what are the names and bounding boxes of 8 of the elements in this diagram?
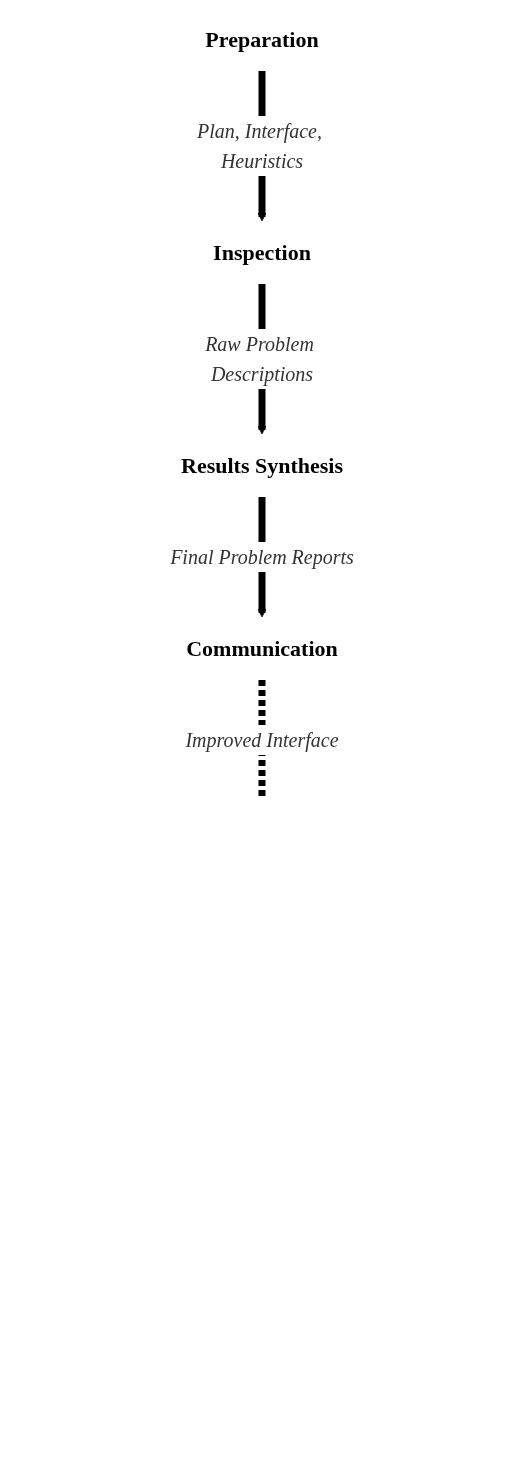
edge-label: Improved Interface (185, 729, 339, 751)
node-text: Results Synthesis (181, 453, 343, 478)
edge-label: Plan, Interface, Heuristics (197, 120, 322, 172)
edge-label: Raw Problem Descriptions (205, 333, 314, 385)
node-text: Preparation (205, 27, 319, 52)
edge-label: Final Problem Reports (170, 546, 354, 568)
node-text: Communication (186, 636, 338, 661)
node-text: Inspection (213, 240, 311, 265)
